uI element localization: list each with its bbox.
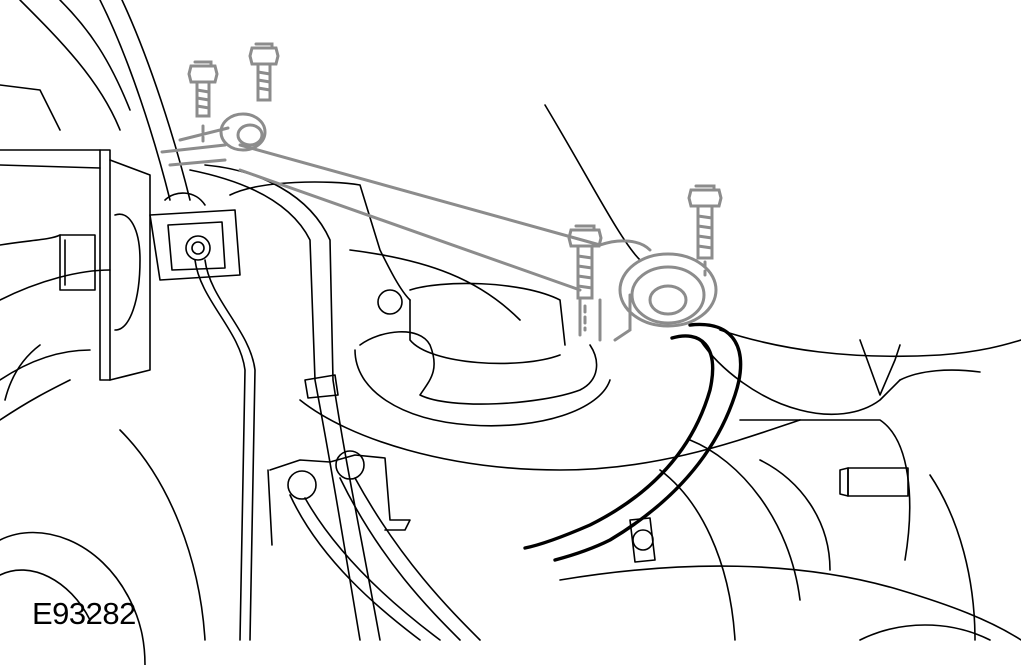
strut-mount: [229, 181, 801, 471]
bushing-inner: [219, 112, 267, 152]
left-body-structure: [0, 0, 206, 665]
figure-reference-code: E93282: [32, 596, 136, 631]
right-body-structure: [544, 104, 1021, 641]
bushing-outer: [578, 252, 718, 342]
brake-lines: [99, 0, 481, 641]
bolt-group: [187, 42, 723, 332]
bolt-icon: [567, 224, 603, 332]
bolt-icon: [187, 60, 219, 143]
wiring-harness: [523, 322, 743, 562]
bolt-icon: [687, 184, 723, 277]
bolt-icon: [248, 42, 280, 102]
